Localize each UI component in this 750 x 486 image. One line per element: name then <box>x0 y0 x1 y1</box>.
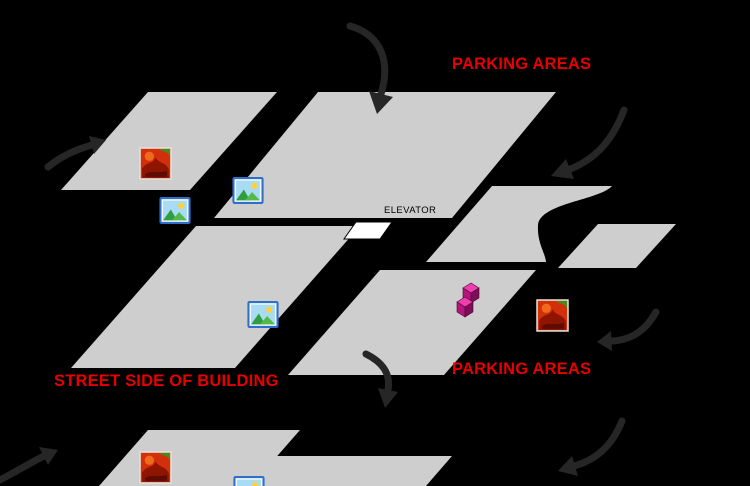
floor-slab-top-center <box>214 92 556 218</box>
arrow-left-entry <box>44 136 106 171</box>
photo-thumbnail-red-upper-icon[interactable] <box>139 147 172 180</box>
arrow-top-entry <box>346 22 393 114</box>
street-side-of-building-label: STREET SIDE OF BUILDING <box>54 372 279 390</box>
arrow-right-middle <box>597 308 660 351</box>
elevator-marker <box>343 221 393 240</box>
floor-slab-top-right-notched <box>426 186 612 262</box>
arrow-bottom-left <box>0 447 58 484</box>
photo-thumbnail-landscape-4-icon[interactable] <box>233 476 265 486</box>
floor-slab-top-left <box>61 92 277 190</box>
photo-thumbnail-landscape-1-icon[interactable] <box>232 177 264 204</box>
photo-thumbnail-landscape-2-icon[interactable] <box>159 197 191 224</box>
parking-areas-bottom-label: PARKING AREAS <box>452 360 592 378</box>
floor-slab-far-right <box>558 224 676 268</box>
arrow-bottom-right <box>558 417 626 476</box>
photo-thumbnail-red-lower-icon[interactable] <box>139 451 172 484</box>
floor-slab-lower-left <box>71 226 360 368</box>
elevator-label: ELEVATOR <box>384 205 437 216</box>
arrow-upper-right-entry <box>551 106 628 179</box>
photo-thumbnail-landscape-3-icon[interactable] <box>247 301 279 328</box>
arrow-bottom-center <box>362 350 398 408</box>
parking-areas-top-label: PARKING AREAS <box>452 55 592 73</box>
floor-slab-bottom-center-partial <box>232 456 452 486</box>
photo-thumbnail-red-middle-icon[interactable] <box>536 299 569 332</box>
